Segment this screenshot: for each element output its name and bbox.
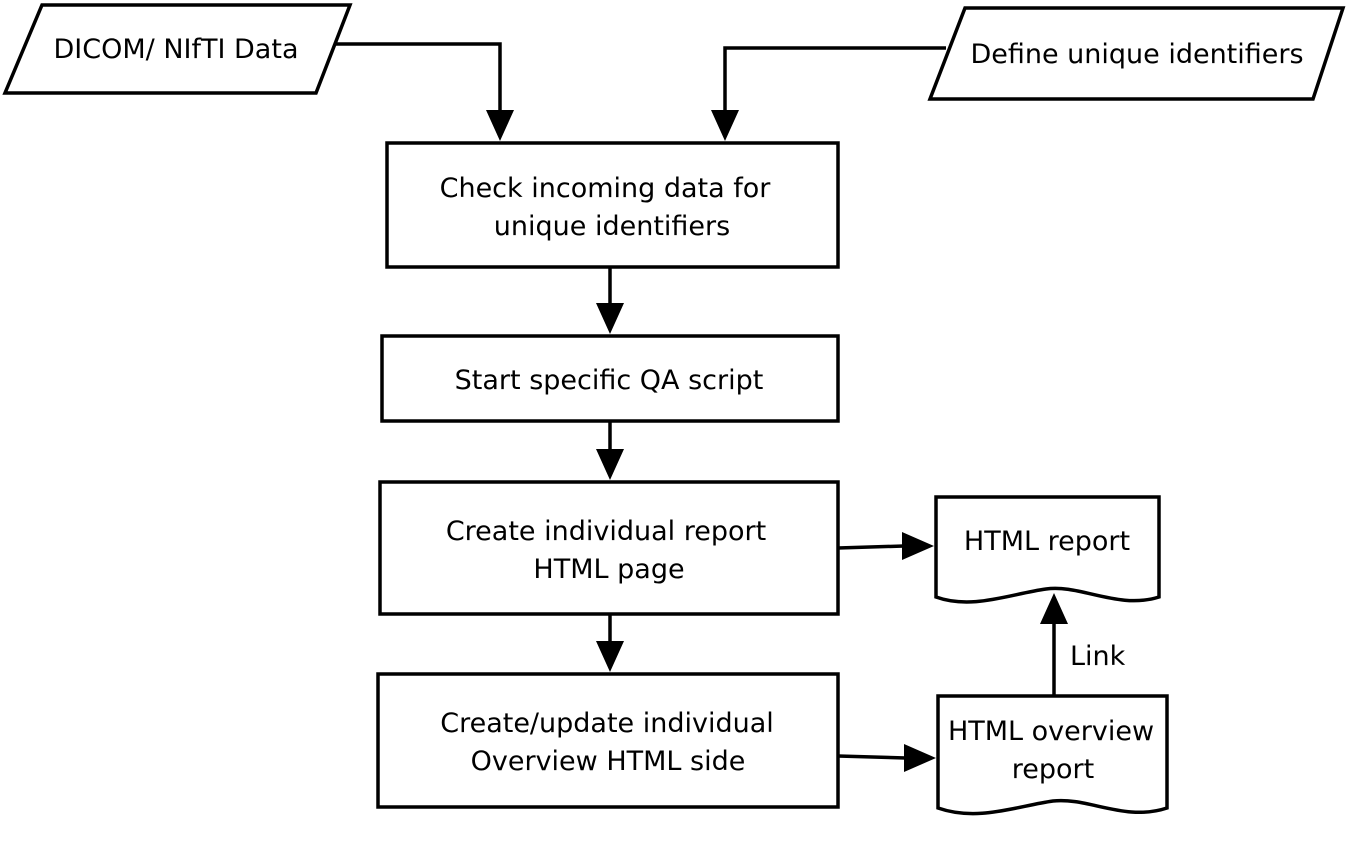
process-check-identifiers: Check incoming data for unique identifie… [385,141,840,269]
process-start-qa-script: Start specific QA script [380,334,840,423]
input-dicom-nifti-data: DICOM/ NIfTI Data [2,3,353,95]
edge-link-overview-to-report: Link [1040,593,1126,696]
process-create-report-line-2: HTML page [533,554,684,585]
process-create-overview-line-1: Create/update individual [440,708,774,739]
input-define-identifiers-label: Define unique identifiers [970,39,1303,70]
output-html-report: HTML report [934,495,1161,604]
edge-data-to-check [334,42,514,141]
output-html-overview-line-2: report [1012,754,1094,785]
output-html-report-label: HTML report [964,526,1130,557]
input-dicom-nifti-label: DICOM/ NIfTI Data [53,34,298,65]
process-create-update-overview: Create/update individual Overview HTML s… [376,672,840,809]
edge-identifiers-to-check [711,46,946,141]
edge-create-overview-to-html-overview [837,744,936,772]
edge-start-qa-to-create-report [596,421,624,480]
process-create-report-line-1: Create individual report [446,516,766,547]
process-check-line-2: unique identifiers [494,211,730,242]
process-create-individual-report: Create individual report HTML page [378,480,840,616]
process-start-qa-label: Start specific QA script [455,365,764,396]
edge-check-to-start-qa [596,267,624,334]
process-create-overview-line-2: Overview HTML side [471,746,746,777]
process-check-line-1: Check incoming data for [440,173,772,204]
edge-link-label: Link [1070,641,1126,672]
output-html-overview-line-1: HTML overview [948,716,1154,747]
input-define-identifiers: Define unique identifiers [927,6,1346,101]
edge-create-report-to-html-report [837,532,934,560]
output-html-overview-report: HTML overview report [936,694,1169,816]
edge-create-report-to-create-overview [596,614,624,672]
